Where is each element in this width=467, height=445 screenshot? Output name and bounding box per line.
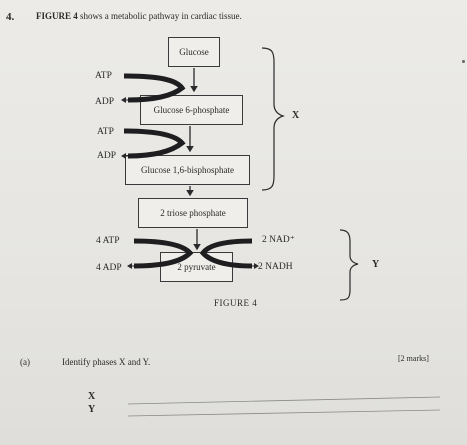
figure-reference: FIGURE 4	[36, 11, 78, 21]
pyruvate-box: 2 pyruvate	[160, 252, 233, 282]
pyruvate-label: 2 pyruvate	[177, 262, 216, 272]
figure-caption: FIGURE 4	[214, 298, 258, 308]
question-prompt: FIGURE 4 shows a metabolic pathway in ca…	[36, 11, 242, 21]
answer-line-x	[127, 396, 441, 405]
brace-y	[339, 229, 359, 301]
triose-phosphate-box: 2 triose phosphate	[138, 198, 248, 228]
atp-label-4: 4 ATP	[96, 236, 120, 246]
phase-x-label: X	[292, 110, 300, 121]
adp-label-1: ADP	[95, 97, 115, 107]
part-a-question: Identify phases X and Y.	[62, 357, 151, 367]
prompt-text: shows a metabolic pathway in cardiac tis…	[77, 11, 242, 21]
triose-phosphate-label: 2 triose phosphate	[160, 208, 226, 218]
nadh-label: 2 NADH	[258, 262, 293, 272]
nad-nadh-curve	[199, 238, 253, 269]
glucose-6-phosphate-label: Glucose 6-phosphate	[153, 105, 230, 115]
glucose-label: Glucose	[179, 47, 209, 57]
glucose-box: Glucose	[168, 37, 220, 67]
glucose-bisphosphate-label: Glucose 1,6-bisphosphate	[141, 165, 234, 175]
answer-line-y	[127, 409, 441, 417]
atp-label-2: ATP	[97, 127, 114, 137]
atp-adp-curve-1	[123, 73, 186, 103]
atp-label-1: ATP	[95, 71, 112, 81]
nad-label: 2 NAD⁺	[262, 235, 295, 245]
marks-allocation: [2 marks]	[398, 354, 429, 363]
adp-label-2: ADP	[97, 151, 117, 161]
question-number: 4.	[6, 11, 15, 23]
glucose-bisphosphate-box: Glucose 1,6-bisphosphate	[125, 155, 250, 185]
atp-adp-curve-2	[123, 128, 186, 159]
answer-x-label: X	[88, 391, 96, 402]
part-a-label: (a)	[20, 357, 30, 367]
atp-adp-curve-4	[133, 238, 194, 269]
adp-label-4: 4 ADP	[96, 263, 122, 273]
answer-y-label: Y	[88, 404, 96, 415]
brace-x	[261, 47, 285, 191]
phase-y-label: Y	[372, 259, 380, 270]
page-speck	[462, 60, 465, 63]
